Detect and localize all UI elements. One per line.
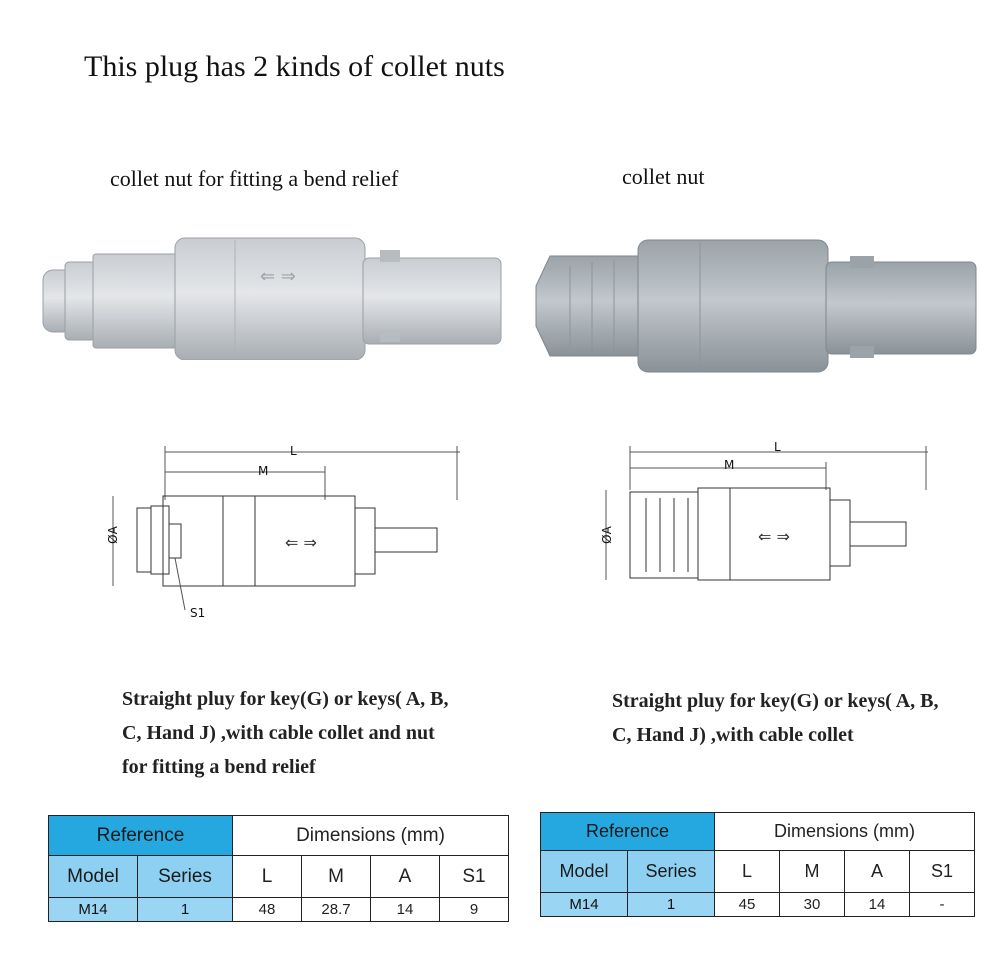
right-row-series: 1 (627, 892, 715, 917)
left-dim-header: Dimensions (mm) (232, 815, 509, 856)
right-caption: Straight pluy for key(G) or keys( A, B, … (612, 684, 939, 752)
left-caption-line-1: Straight pluy for key(G) or keys( A, B, (122, 688, 449, 710)
right-ref-header: Reference (540, 812, 715, 851)
right-row-S1: - (909, 892, 975, 917)
right-col-L: L (714, 850, 780, 893)
left-row-A: 14 (370, 897, 440, 922)
left-row-M: 28.7 (301, 897, 371, 922)
left-spec-table: Reference Dimensions (mm) Model Series L… (48, 815, 509, 922)
right-caption-line-1: Straight pluy for key(G) or keys( A, B, (612, 690, 939, 712)
right-dim-A: ØA (599, 526, 614, 544)
right-row-model: M14 (540, 892, 628, 917)
right-technical-drawing: ⇐ ⇒ (605, 446, 928, 581)
right-dim-L: L (774, 440, 781, 454)
right-spec-table: Reference Dimensions (mm) Model Series L… (540, 812, 975, 917)
left-col-A: A (370, 855, 440, 898)
left-col-series: Series (137, 855, 233, 898)
left-dim-A: ØA (105, 526, 120, 544)
left-row-S1: 9 (439, 897, 509, 922)
left-row-L: 48 (232, 897, 302, 922)
left-plug-photo: ⇐ ⇒ (42, 237, 502, 360)
right-subtitle: collet nut (622, 164, 705, 189)
left-col-M: M (301, 855, 371, 898)
right-row-L: 45 (714, 892, 780, 917)
right-col-A: A (844, 850, 910, 893)
svg-text:⇐ ⇒: ⇐ ⇒ (758, 527, 790, 546)
right-row-A: 14 (844, 892, 910, 917)
page-title: This plug has 2 kinds of collet nuts (84, 50, 505, 83)
left-col-L: L (232, 855, 302, 898)
left-caption-line-3: for fitting a bend relief (122, 756, 316, 778)
right-col-M: M (779, 850, 845, 893)
right-row-M: 30 (779, 892, 845, 917)
svg-text:⇐ ⇒: ⇐ ⇒ (285, 533, 317, 552)
left-ref-header: Reference (48, 815, 233, 856)
left-col-S1: S1 (439, 855, 509, 898)
right-dim-header: Dimensions (mm) (714, 812, 975, 851)
right-col-series: Series (627, 850, 715, 893)
left-row-model: M14 (48, 897, 138, 922)
left-caption: Straight pluy for key(G) or keys( A, B, … (122, 682, 449, 784)
right-caption-line-2: C, Hand J) ,with cable collet (612, 724, 854, 746)
right-col-model: Model (540, 850, 628, 893)
right-col-S1: S1 (909, 850, 975, 893)
left-dim-M: M (258, 464, 269, 478)
right-plug-photo (535, 239, 977, 373)
svg-text:⇐ ⇒: ⇐ ⇒ (260, 266, 296, 287)
left-row-series: 1 (137, 897, 233, 922)
left-dim-S1: S1 (190, 606, 206, 620)
left-dim-L: L (290, 444, 297, 458)
right-dim-M: M (724, 458, 735, 472)
left-col-model: Model (48, 855, 138, 898)
left-technical-drawing: ⇐ ⇒ (112, 446, 460, 611)
left-caption-line-2: C, Hand J) ,with cable collet and nut (122, 722, 435, 744)
left-subtitle: collet nut for fitting a bend relief (110, 166, 399, 191)
